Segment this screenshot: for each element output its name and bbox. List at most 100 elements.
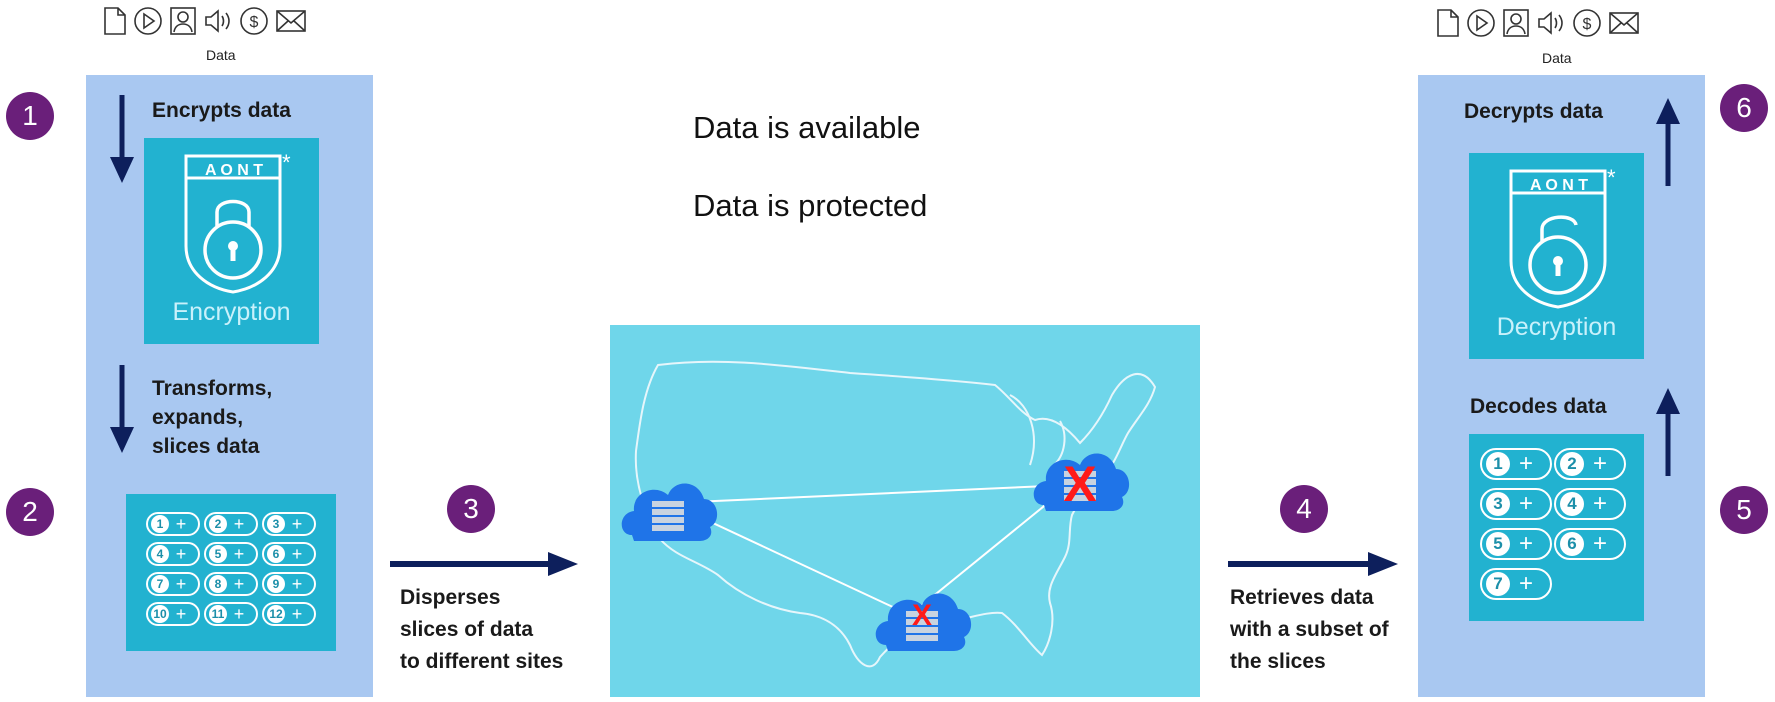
slice-number: 7 <box>1486 572 1510 596</box>
step-4-line-3: the slices <box>1230 650 1326 673</box>
step-1-label: Encrypts data <box>152 99 291 122</box>
step-3-line-2: slices of data <box>400 618 534 641</box>
contact-icon <box>170 7 196 35</box>
encryption-label: Encryption <box>172 298 291 326</box>
plus-icon: + <box>1518 530 1533 557</box>
document-icon <box>1437 9 1459 37</box>
slice-number: 9 <box>267 575 285 593</box>
slice-pill: 1+ <box>146 512 200 536</box>
step-2-line-3: slices data <box>152 435 260 458</box>
slice-number: 5 <box>1486 532 1510 556</box>
slice-pill: 9+ <box>262 572 316 596</box>
slice-pill: 10 + <box>146 602 200 626</box>
us-map: X X <box>621 360 1157 668</box>
plus-icon: + <box>1518 570 1533 597</box>
mail-icon <box>276 10 306 32</box>
plus-icon: + <box>1592 490 1607 517</box>
slice-pill: 5+ <box>1480 528 1552 560</box>
right-data-label: Data <box>1542 50 1572 66</box>
shield-unlock-icon <box>1509 169 1607 309</box>
step-2-label: Transforms, expands, slices data <box>152 374 272 461</box>
plus-icon: + <box>1592 530 1607 557</box>
slice-pill: 1+ <box>1480 448 1552 480</box>
slice-number: 3 <box>267 515 285 533</box>
up-arrow-6 <box>1656 98 1680 186</box>
slice-pill: 6+ <box>262 542 316 566</box>
slice-pill: 5+ <box>204 542 258 566</box>
mail-icon <box>1609 12 1639 34</box>
plus-icon: + <box>233 604 245 624</box>
down-arrow-1 <box>110 95 134 183</box>
dollar-icon: $ <box>1573 9 1601 37</box>
step-5-label: Decodes data <box>1470 395 1607 418</box>
dollar-icon: $ <box>240 7 268 35</box>
status-available: Data is available <box>693 110 921 145</box>
step-4-line-2: with a subset of <box>1230 618 1389 641</box>
step-3-line-3: to different sites <box>400 650 564 673</box>
status-protected: Data is protected <box>693 188 928 223</box>
slice-pill: 3+ <box>1480 488 1552 520</box>
play-icon <box>1467 9 1495 37</box>
plus-icon: + <box>233 574 245 594</box>
step-2-badge: 2 <box>6 488 54 536</box>
plus-icon: + <box>1518 490 1533 517</box>
failure-marker: X <box>912 599 932 632</box>
up-arrow-5 <box>1656 388 1680 476</box>
plus-icon: + <box>233 514 245 534</box>
slice-number: 1 <box>151 515 169 533</box>
left-data-icons: $ <box>103 6 307 36</box>
aont-label: A O N T <box>204 162 264 179</box>
slice-number: 4 <box>151 545 169 563</box>
us-map-panel: X X <box>610 325 1200 697</box>
slice-number: 12 <box>267 605 285 623</box>
slice-number: 10 <box>151 605 169 623</box>
plus-icon: + <box>291 574 303 594</box>
step-2-line-2: expands, <box>152 406 244 429</box>
plus-icon: + <box>175 604 187 624</box>
plus-icon: + <box>175 514 187 534</box>
cloud-server-south: X <box>875 593 972 651</box>
slice-pill: 8+ <box>204 572 258 596</box>
slice-number: 2 <box>1560 452 1584 476</box>
speaker-icon <box>1538 11 1563 35</box>
step-6-badge: 6 <box>1720 84 1768 132</box>
plus-icon: + <box>291 544 303 564</box>
right-data-icons: $ <box>1436 8 1640 38</box>
failure-marker: X <box>1063 456 1096 512</box>
plus-icon: + <box>175 544 187 564</box>
aont-label: A O N T <box>1529 177 1589 194</box>
step-3-badge: 3 <box>447 485 495 533</box>
right-arrow-3 <box>390 552 578 576</box>
step-4-line-1: Retrieves data <box>1230 586 1374 609</box>
left-data-label: Data <box>206 47 236 63</box>
aont-asterisk: * <box>1607 165 1616 190</box>
right-arrow-4 <box>1228 552 1398 576</box>
plus-icon: + <box>233 544 245 564</box>
step-4-label: Retrieves data with a subset of the slic… <box>1230 582 1389 678</box>
slice-pill: 4+ <box>1554 488 1626 520</box>
slice-pill: 2+ <box>1554 448 1626 480</box>
slice-number: 6 <box>267 545 285 563</box>
cloud-server-east: X <box>1033 453 1130 512</box>
slice-number: 7 <box>151 575 169 593</box>
step-6-label: Decrypts data <box>1464 100 1603 123</box>
slice-pill: 12+ <box>262 602 316 626</box>
slice-number: 11 <box>209 605 227 623</box>
slice-pill: 6+ <box>1554 528 1626 560</box>
cloud-server-west <box>621 483 718 541</box>
down-arrow-2 <box>110 365 134 453</box>
slice-number: 1 <box>1486 452 1510 476</box>
slice-number: 2 <box>209 515 227 533</box>
encryption-box: A O N T * Encryption <box>144 138 319 344</box>
svg-text:$: $ <box>1583 16 1592 33</box>
slice-pill: 2+ <box>204 512 258 536</box>
slice-number: 8 <box>209 575 227 593</box>
plus-icon: + <box>1592 450 1607 477</box>
step-5-badge: 5 <box>1720 486 1768 534</box>
plus-icon: + <box>291 514 303 534</box>
slice-pill: 7+ <box>1480 568 1552 600</box>
plus-icon: + <box>1518 450 1533 477</box>
speaker-icon <box>205 9 230 33</box>
plus-icon: + <box>175 574 187 594</box>
slices-grid-left: 1+ 2+ 3+ 4+ 5+ 6+ 7+ 8+ 9+ 10+ 11+ 12+ <box>146 512 316 626</box>
